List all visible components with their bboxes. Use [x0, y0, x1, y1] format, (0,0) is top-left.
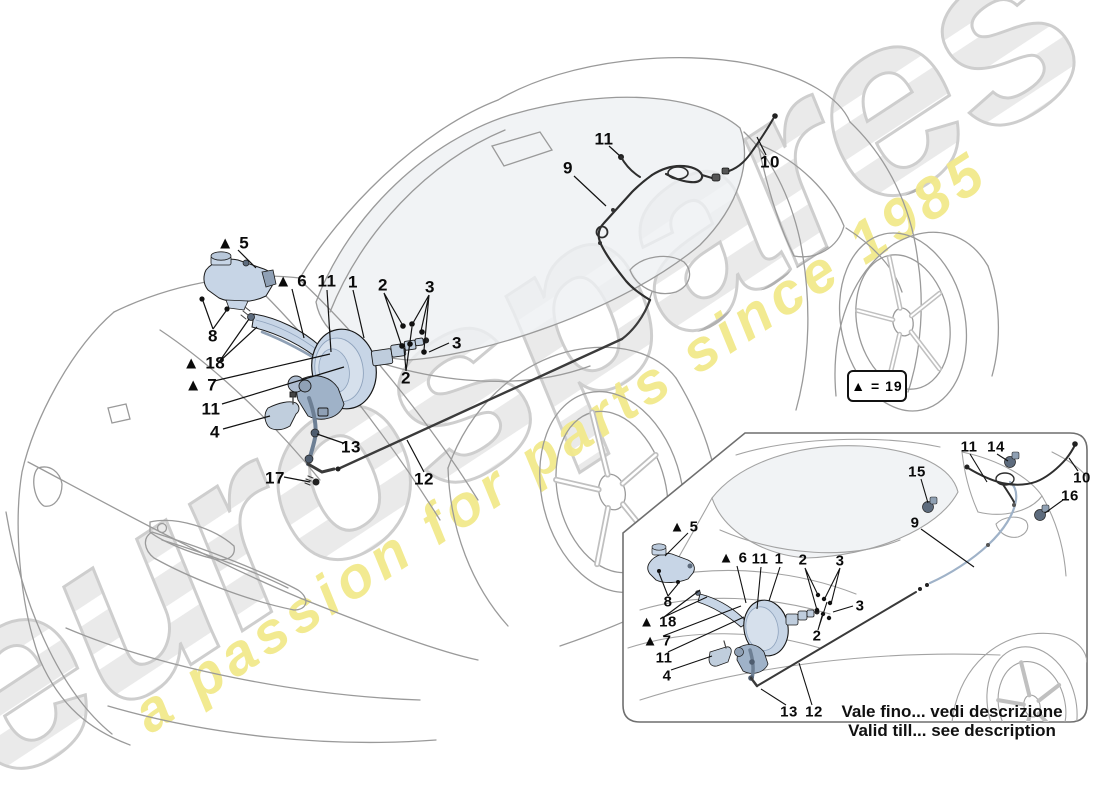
solenoid-valve-16	[1034, 504, 1050, 521]
mounting-bracket	[264, 391, 300, 431]
main-brake-components	[199, 113, 778, 486]
part-label-11: 11	[317, 271, 337, 291]
part-label-12: 12	[414, 469, 434, 489]
pump-assembly	[287, 375, 345, 420]
part-label-13: 13	[341, 437, 361, 457]
inset-label-5: ▲ 5	[669, 518, 699, 536]
part-label-4: 4	[210, 422, 220, 442]
validity-note-italian: Vale fino... vedi descrizione	[841, 702, 1063, 721]
part-label-3b: 3	[452, 333, 462, 353]
part-label-9: 9	[563, 158, 573, 178]
inset-label-15: 15	[908, 463, 926, 481]
inset-label-16: 16	[1061, 487, 1079, 505]
part-label-6: ▲ 6	[274, 271, 308, 291]
part-label-17: 17	[265, 468, 285, 488]
part-label-3: 3	[425, 277, 435, 297]
part-label-7: ▲ 7	[184, 375, 218, 395]
inset-label-7: ▲ 7	[642, 632, 672, 650]
inset-callout-lines	[658, 453, 1079, 706]
main-callout-lines	[202, 136, 767, 483]
part-label-8: 8	[208, 326, 218, 346]
bolt-17	[304, 475, 320, 486]
inset-label-3: 3	[835, 552, 845, 570]
inset-label-2: 2	[798, 551, 808, 569]
part-label-1: 1	[348, 272, 358, 292]
legend-triangle-equals-19: ▲ = 19	[847, 370, 907, 402]
inset-label-4: 4	[662, 667, 672, 685]
part-label-2: 2	[378, 275, 388, 295]
part-label-2b: 2	[401, 368, 411, 388]
validity-note-english: Valid till... see description	[848, 721, 1056, 740]
inset-label-11: 11	[960, 438, 978, 456]
inset-label-3b: 3	[855, 597, 865, 615]
inset-label-2b: 2	[812, 627, 822, 645]
inset-diagram	[622, 432, 1088, 723]
part-label-11c: 11	[594, 129, 614, 149]
part-label-5: ▲ 5	[216, 233, 250, 253]
inset-label-9: 9	[910, 514, 920, 532]
inset-label-12: 12	[805, 703, 823, 721]
brake-pipes	[335, 113, 778, 472]
part-label-10: 10	[760, 152, 780, 172]
inset-label-13: 13	[780, 703, 798, 721]
inset-car-illustration	[627, 438, 1087, 722]
inset-label-11c: 11	[655, 649, 673, 667]
inset-label-1: 1	[774, 550, 784, 568]
inset-label-11b: 11	[751, 550, 769, 568]
pushrod-linkage	[304, 396, 336, 474]
solenoid-valve-14	[1004, 451, 1020, 468]
rear-wheel	[838, 232, 968, 412]
brake-fluid-reservoir	[203, 251, 277, 311]
part-label-18: ▲ 18	[182, 353, 226, 373]
part-label-11b: 11	[201, 399, 221, 419]
inset-label-14: 14	[987, 438, 1005, 456]
inset-label-8: 8	[663, 593, 673, 611]
inset-label-10: 10	[1073, 469, 1091, 487]
inset-label-6: ▲ 6	[718, 549, 748, 567]
inset-label-18: ▲ 18	[639, 613, 677, 631]
